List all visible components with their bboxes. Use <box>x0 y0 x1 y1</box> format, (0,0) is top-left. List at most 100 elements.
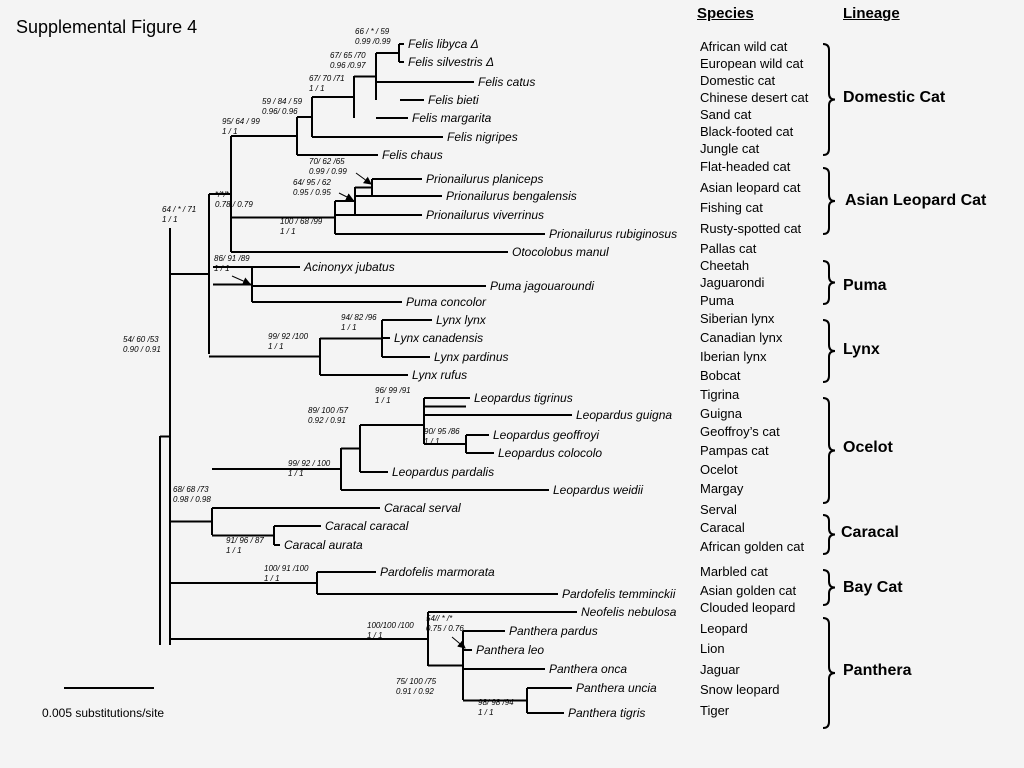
support-value: 1 / 1 <box>375 396 391 405</box>
support-value: 0.75 / 0.76 <box>426 624 464 633</box>
lineage-header: Lineage <box>843 5 900 22</box>
support-value: 1 / 1 <box>309 84 325 93</box>
common-name: Siberian lynx <box>700 311 775 326</box>
common-name: Ocelot <box>700 462 738 477</box>
lineage-label: Panthera <box>843 662 912 679</box>
support-value: */*/* <box>215 190 230 199</box>
support-value: 96/ 99 /91 <box>375 386 411 395</box>
taxon-label: Panthera pardus <box>509 624 598 638</box>
lineage-label: Asian Leopard Cat <box>845 192 987 209</box>
common-name: Flat-headed cat <box>700 159 791 174</box>
support-value: 0.92 / 0.91 <box>308 416 346 425</box>
taxon-label: Leopardus geoffroyi <box>493 428 599 442</box>
common-name: Snow leopard <box>700 682 780 697</box>
common-name: Jungle cat <box>700 141 760 156</box>
support-value: 1 / 1 <box>222 127 238 136</box>
taxon-label: Panthera onca <box>549 662 627 676</box>
support-value: 1 / 1 <box>288 469 304 478</box>
taxon-label: Prionailurus planiceps <box>426 172 543 186</box>
arrow-pointer <box>355 172 372 185</box>
common-name: Bobcat <box>700 368 741 383</box>
support-value: 54// * /* <box>426 614 453 623</box>
taxon-label: Prionailurus bengalensis <box>446 189 577 203</box>
support-value: 1 / 1 <box>424 437 440 446</box>
lineage-label: Domestic Cat <box>843 89 946 106</box>
taxon-label: Panthera uncia <box>576 681 657 695</box>
taxon-label: Leopardus weidii <box>553 483 643 497</box>
support-value: 100 / 68 /99 <box>280 217 323 226</box>
taxon-label: Leopardus colocolo <box>498 446 602 460</box>
lineage-bracket <box>822 397 836 504</box>
common-name: Serval <box>700 502 737 517</box>
support-value: 99/ 92 / 100 <box>288 459 331 468</box>
support-value: 1 / 1 <box>280 227 296 236</box>
common-name: Geoffroy’s cat <box>700 424 780 439</box>
common-name: Asian leopard cat <box>700 180 801 195</box>
support-value: 0.90 / 0.91 <box>123 345 161 354</box>
support-value: 1 / 1 <box>214 264 230 273</box>
common-name: Jaguarondi <box>700 275 765 290</box>
support-value: 86/ 91 /89 <box>214 254 250 263</box>
support-value: 66 / * / 59 <box>355 27 390 36</box>
lineage-bracket <box>822 260 836 305</box>
taxon-label: Felis bieti <box>428 93 479 107</box>
common-name: Asian golden cat <box>700 583 797 598</box>
lineage-label: Ocelot <box>843 439 893 456</box>
taxon-label: Puma concolor <box>406 295 487 309</box>
support-value: 1 / 1 <box>341 323 357 332</box>
common-name: Pallas cat <box>700 241 757 256</box>
support-value: 98/ 98 /94 <box>478 698 514 707</box>
support-value: 1 / 1 <box>264 574 280 583</box>
common-name: Iberian lynx <box>700 349 767 364</box>
support-value: 99/ 92 /100 <box>268 332 309 341</box>
support-value: 67/ 70 /71 <box>309 74 345 83</box>
common-name: Marbled cat <box>700 564 768 579</box>
lineage-label: Bay Cat <box>843 579 903 596</box>
common-name: European wild cat <box>700 56 804 71</box>
common-name: Chinese desert cat <box>700 90 809 105</box>
arrow-pointer <box>231 275 251 285</box>
common-name: Clouded leopard <box>700 600 796 615</box>
support-value: 75/ 100 /75 <box>396 677 437 686</box>
support-value: 1 / 1 <box>367 631 383 640</box>
taxon-label: Pardofelis temminckii <box>562 587 676 601</box>
support-value: 0.96/ 0.96 <box>262 107 298 116</box>
arrow-pointer <box>338 192 354 201</box>
common-name: Pampas cat <box>700 443 769 458</box>
support-value: 1 / 1 <box>268 342 284 351</box>
support-value: 70/ 62 /65 <box>309 157 345 166</box>
common-name: Black-footed cat <box>700 124 794 139</box>
lineage-label: Puma <box>843 277 887 294</box>
support-value: 95/ 64 / 99 <box>222 117 260 126</box>
support-value: 54/ 60 /53 <box>123 335 159 344</box>
species-header: Species <box>697 5 754 22</box>
support-value: 94/ 82 /96 <box>341 313 377 322</box>
taxon-label: Caracal aurata <box>284 538 363 552</box>
arrow-pointer <box>451 636 466 649</box>
taxon-label: Caracal caracal <box>325 519 409 533</box>
common-name: Tiger <box>700 703 730 718</box>
common-name: Leopard <box>700 621 748 636</box>
taxon-label: Lynx canadensis <box>394 331 483 345</box>
taxon-label: Caracal serval <box>384 501 461 515</box>
support-value: 0.98 / 0.98 <box>173 495 211 504</box>
taxon-label: Felis silvestris Δ <box>408 55 494 69</box>
taxon-label: Felis margarita <box>412 111 492 125</box>
taxon-label: Panthera tigris <box>568 706 645 720</box>
support-value: 1 / 1 <box>162 215 178 224</box>
lineage-bracket <box>822 569 836 606</box>
support-value: 0.99 / 0.99 <box>309 167 347 176</box>
support-value: 100/ 91 /100 <box>264 564 309 573</box>
support-value: 90/ 95 /86 <box>424 427 460 436</box>
support-value: 0.95 / 0.95 <box>293 188 331 197</box>
support-value: 0.99 /0.99 <box>355 37 391 46</box>
support-value: 67/ 65 /70 <box>330 51 366 60</box>
lineage-bracket <box>822 43 836 156</box>
common-name: Domestic cat <box>700 73 776 88</box>
taxon-label: Otocolobus manul <box>512 245 609 259</box>
support-value: 0.78 / 0.79 <box>215 200 253 209</box>
common-name: Caracal <box>700 520 745 535</box>
support-value: 89/ 100 /57 <box>308 406 349 415</box>
lineage-bracket <box>822 167 836 235</box>
